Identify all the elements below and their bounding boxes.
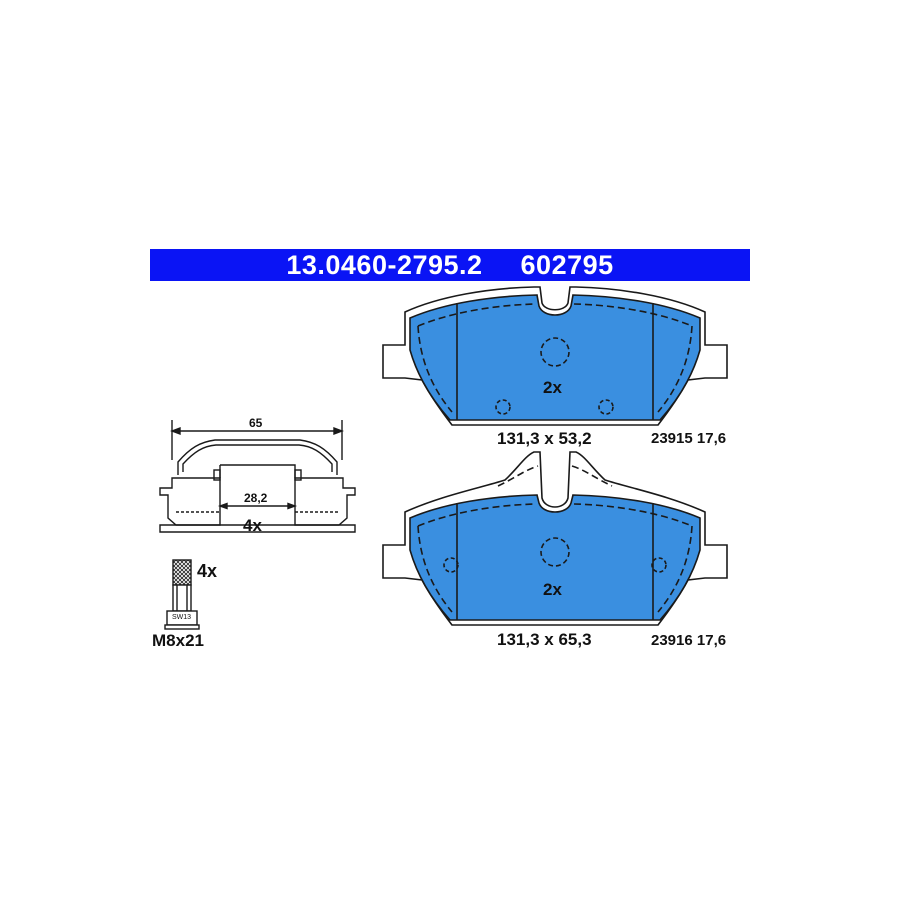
- pad-upper-hole-left: [495, 399, 511, 415]
- clip-left-body: [159, 477, 221, 526]
- clip-width-label: 65: [249, 416, 263, 430]
- pad-lower-friction-material: [409, 494, 701, 621]
- pad-upper-center-hole: [540, 337, 570, 367]
- pad-upper-quantity: 2x: [543, 378, 562, 397]
- pad-lower-backing-plate: [382, 451, 728, 626]
- pad-lower-center-hole: [540, 537, 570, 567]
- bolt-shank: [172, 584, 192, 612]
- spring-clip: [159, 420, 356, 533]
- reference-number: 602795: [520, 249, 614, 280]
- pad-upper-code: 23915 17,6: [651, 430, 727, 447]
- clip-center-bridge: [219, 464, 296, 478]
- pad-upper-friction-material: [409, 294, 701, 421]
- clip-spring-bar: [177, 439, 338, 475]
- clip-quantity: 4x: [243, 516, 262, 535]
- pad-lower-code: 23916 17,6: [651, 632, 727, 649]
- pad-lower-hole-left: [443, 557, 459, 573]
- bolt-size: M8x21: [152, 631, 204, 650]
- guide-bolt: [164, 559, 200, 630]
- brake-pad-upper: [382, 286, 728, 426]
- part-number: 13.0460-2795.2: [286, 249, 483, 280]
- pad-upper-wear-line: [417, 303, 693, 413]
- bolt-quantity: 4x: [197, 561, 218, 581]
- bolt-head-label: SW13: [172, 614, 192, 621]
- pad-upper-backing-plate: [382, 286, 728, 426]
- clip-inner-label: 28,2: [244, 491, 268, 505]
- part-number-banner: 13.0460-2795.2 602795: [150, 249, 750, 281]
- pad-upper-dimensions: 131,3 x 53,2: [497, 429, 592, 448]
- bolt-thread: [172, 559, 192, 586]
- pad-upper-hole-right: [598, 399, 614, 415]
- clip-right-body: [294, 477, 356, 526]
- brake-pad-lower: [382, 451, 728, 626]
- pad-lower-quantity: 2x: [543, 580, 562, 599]
- pad-lower-wear-line: [417, 465, 693, 613]
- pad-lower-dimensions: 131,3 x 65,3: [497, 630, 592, 649]
- pad-lower-hole-right: [651, 557, 667, 573]
